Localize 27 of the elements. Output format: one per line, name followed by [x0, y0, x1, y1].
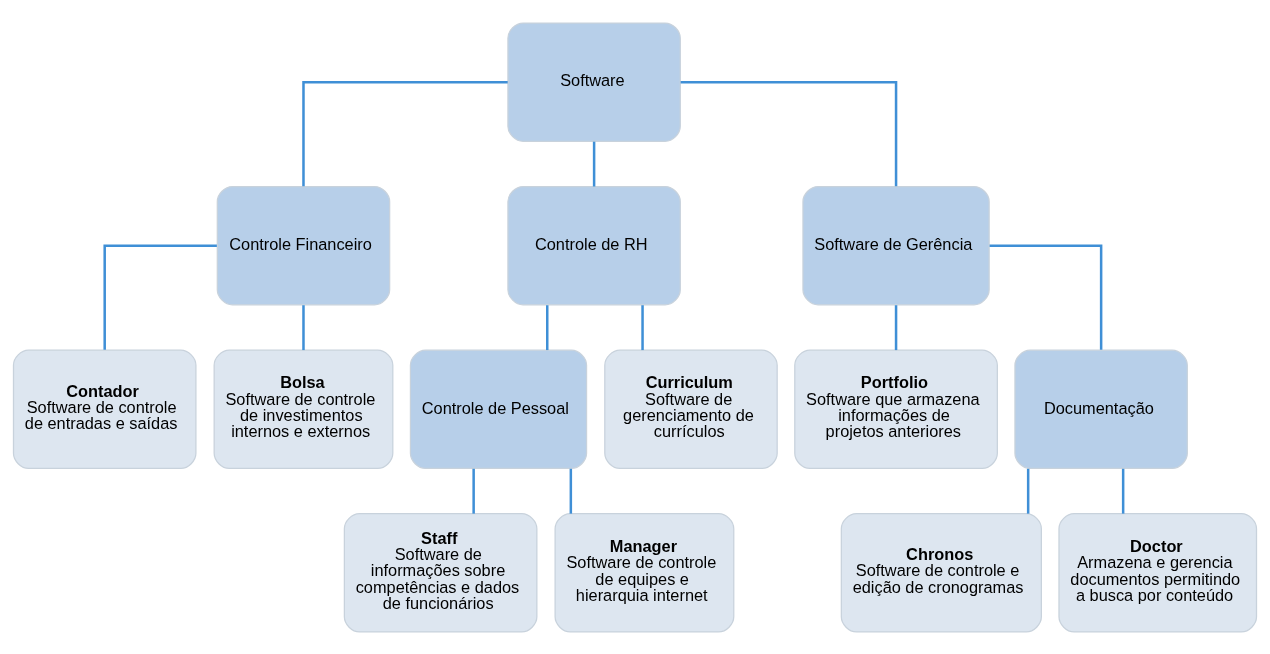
- connector: [1026, 468, 1030, 514]
- connector: [592, 141, 596, 187]
- node-box: Staff Software de informações sobre competências e dados de funcionários: [343, 512, 538, 633]
- node-box: Controle Financeiro: [216, 185, 391, 305]
- node-box: Portfolio Software que armazena informações de projetos anteriores: [794, 349, 998, 469]
- node-box: Bolsa Software de controle de investimentos internos e externos: [213, 349, 394, 469]
- connector: [894, 304, 898, 350]
- connector: [1121, 468, 1125, 514]
- node-box: Chronos Software de controle e edição de cronogramas: [840, 512, 1042, 633]
- connector: [569, 468, 573, 514]
- connector: [302, 80, 508, 186]
- connector: [989, 243, 1103, 350]
- node-box: Manager Software de controle de equipes e hierarquia internet: [554, 512, 735, 633]
- connector: [472, 468, 475, 514]
- connector: [302, 304, 305, 350]
- node-box: Documentação: [1014, 349, 1188, 469]
- connector: [103, 243, 217, 350]
- node-box: Software: [507, 21, 681, 142]
- connector: [680, 80, 898, 186]
- node-box: Curriculum Software de gerenciamento de currículos: [604, 349, 778, 469]
- node-box: Contador Software de controle de entradas e saídas: [12, 349, 197, 469]
- connector: [546, 304, 549, 350]
- node-box: Doctor Armazena e gerencia documentos permitindo a busca por conteúdo: [1058, 512, 1258, 633]
- node-box: Controle de RH: [507, 185, 681, 305]
- node-box: Controle de Pessoal: [409, 349, 588, 469]
- connector: [641, 304, 644, 350]
- node-box: Software de Gerência: [802, 185, 990, 305]
